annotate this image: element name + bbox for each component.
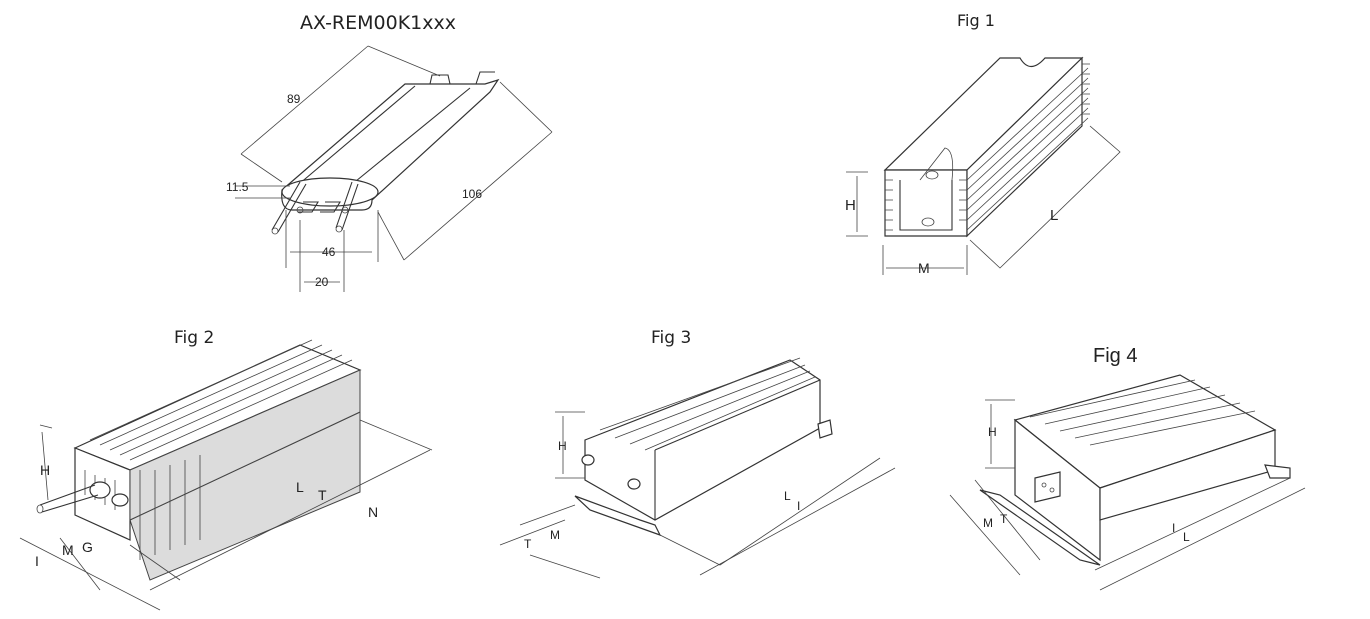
- dim-106: 106: [462, 187, 482, 201]
- fig2-dim-l: L: [296, 479, 304, 495]
- fig3-dim-t: T: [524, 537, 532, 551]
- fig2-dim-t: T: [318, 487, 327, 503]
- main-title: AX-REM00K1xxx: [300, 12, 456, 34]
- fig4-dim-l: L: [1183, 530, 1190, 544]
- fig3-title: Fig 3: [651, 328, 692, 348]
- fig2-dim-h: H: [40, 462, 50, 478]
- fig3-dim-h: H: [558, 439, 567, 453]
- fig4-dim-i: I: [1172, 521, 1175, 535]
- dim-46: 46: [322, 245, 336, 259]
- dim-11-5: 11.5: [226, 180, 249, 194]
- fig3-dim-i: I: [797, 499, 800, 513]
- fig4-title: Fig 4: [1093, 345, 1138, 367]
- fig3-dim-m: M: [550, 528, 560, 542]
- fig3-dim-l: L: [784, 489, 791, 503]
- fig2-dim-n: N: [368, 504, 378, 520]
- fig1-dim-h: H: [845, 197, 856, 214]
- fig4-dim-t: T: [1000, 512, 1008, 526]
- dim-89: 89: [287, 92, 301, 106]
- fig2-dim-g: G: [82, 539, 93, 555]
- fig2-dim-i: I: [35, 553, 39, 569]
- fig4-dim-m: M: [983, 516, 993, 530]
- fig2-title: Fig 2: [174, 328, 215, 348]
- fig1-dim-m: M: [918, 260, 930, 276]
- fig1-dim-l: L: [1050, 207, 1058, 224]
- fig2-dim-m: M: [62, 542, 74, 558]
- fig1-title: Fig 1: [957, 11, 995, 30]
- dim-20: 20: [315, 275, 329, 289]
- fig4-dim-h: H: [988, 425, 997, 439]
